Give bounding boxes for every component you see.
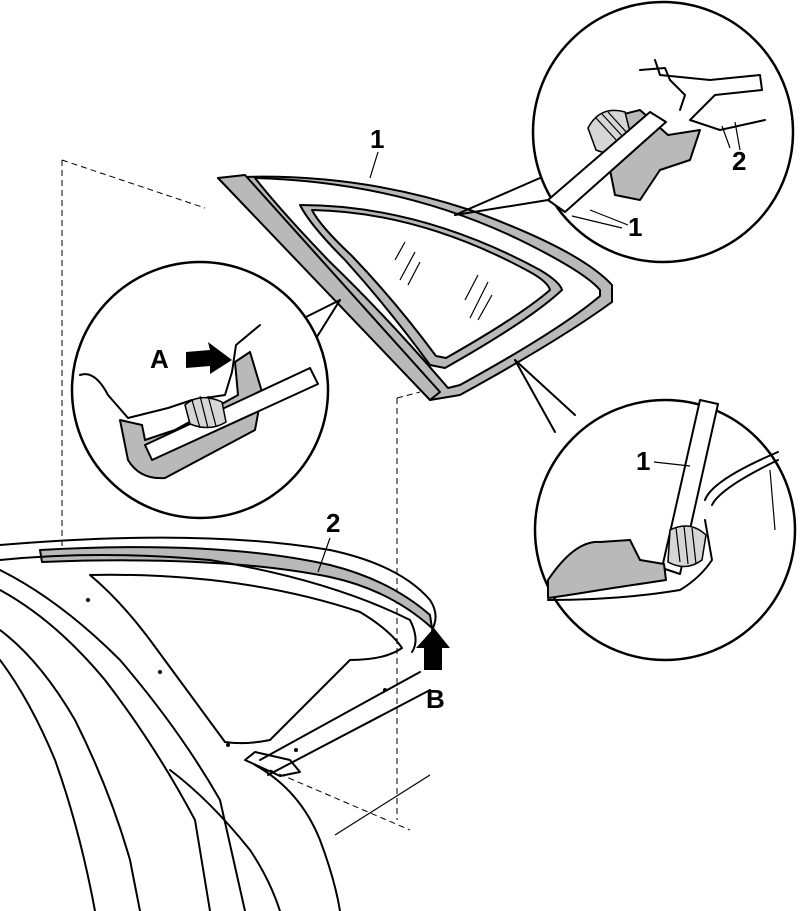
label-glass-top: 1	[628, 212, 642, 242]
detail-circle-top	[531, 0, 795, 264]
glass-pane	[311, 209, 551, 359]
arrow-a-icon	[186, 342, 232, 374]
detail-circle-left	[70, 260, 330, 520]
label-glass-main: 1	[370, 124, 384, 154]
label-arrow-a: A	[150, 344, 169, 374]
frame-edge	[217, 174, 441, 401]
assembly-guide-lines	[61, 159, 431, 836]
arrow-b-icon	[416, 628, 450, 670]
label-seal-top: 2	[732, 146, 746, 176]
detail-circle-bottom	[533, 398, 797, 662]
body-seal-strip	[39, 546, 433, 629]
vehicle-body	[0, 536, 450, 911]
quarter-glass-assembly	[217, 174, 613, 401]
label-arrow-b: B	[426, 684, 445, 714]
detail-leader-lines	[299, 177, 576, 433]
label-glass-right: 1	[636, 446, 650, 476]
callout-labels: 1 2 1 A 1 2 B	[150, 124, 746, 714]
label-body-seal: 2	[326, 508, 340, 538]
